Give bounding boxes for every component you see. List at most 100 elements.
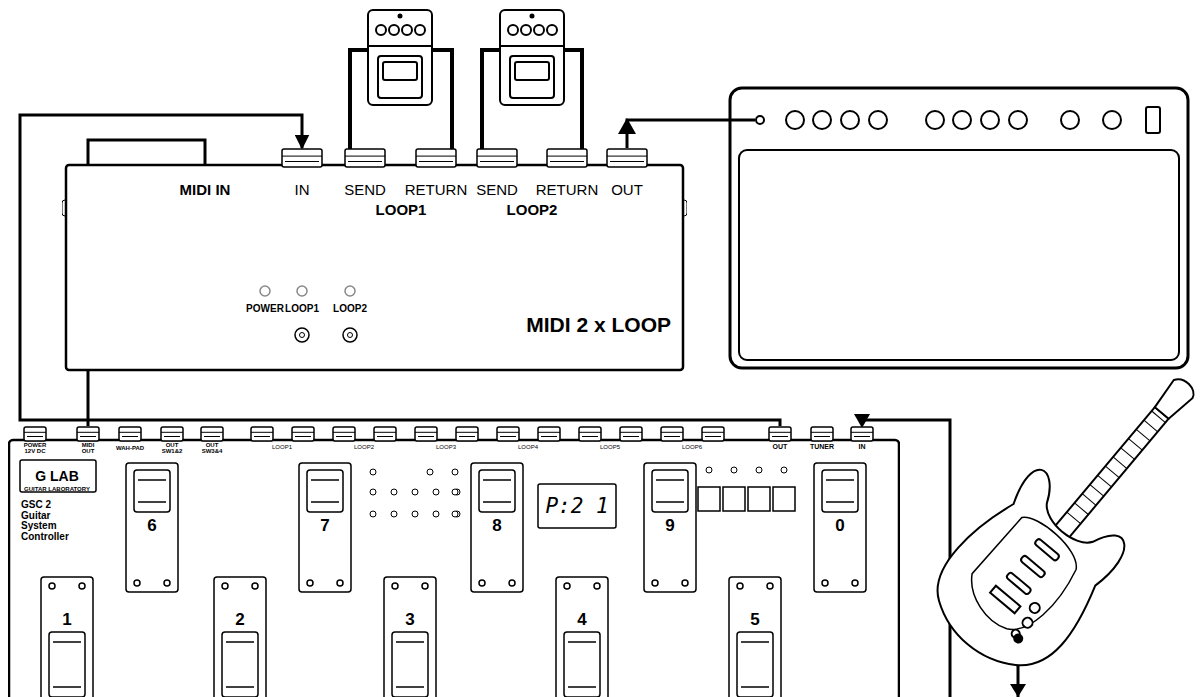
jack	[122, 436, 138, 437]
jack	[854, 436, 870, 437]
footswitch-number: 3	[405, 611, 414, 629]
footswitch	[556, 577, 608, 697]
footswitch-number: 7	[320, 517, 329, 535]
jack	[416, 149, 456, 167]
jack	[415, 427, 437, 441]
jack	[119, 432, 141, 433]
footswitch	[741, 641, 769, 643]
footswitch	[656, 501, 684, 503]
electric-guitar	[1020, 555, 1046, 578]
jack-label: POWER 12V DC	[23, 442, 47, 455]
amplifier	[926, 111, 944, 129]
footswitch	[564, 583, 570, 589]
jack	[811, 432, 833, 433]
jack-label: LOOP6	[682, 444, 702, 450]
jack	[292, 432, 314, 433]
jack	[456, 427, 478, 441]
jack	[254, 436, 270, 437]
display	[538, 484, 616, 528]
jack	[851, 427, 873, 441]
jack	[24, 432, 46, 433]
effect-pedal	[376, 25, 386, 35]
effect-pedal	[415, 25, 425, 35]
footswitch	[568, 686, 596, 688]
jack	[416, 149, 456, 167]
effect-pedal	[368, 10, 432, 105]
jack	[620, 427, 642, 441]
amplifier	[786, 107, 1160, 133]
footswitch-number: 9	[665, 517, 674, 535]
footswitch	[311, 501, 339, 503]
jack-label: WAH-PAD	[113, 445, 147, 451]
footswitch	[307, 580, 313, 586]
jack	[336, 436, 352, 437]
small-button	[723, 487, 745, 511]
jack	[377, 436, 393, 437]
jack-label: LOOP2	[354, 444, 374, 450]
amplifier	[1103, 111, 1121, 129]
jack	[547, 156, 587, 157]
led	[260, 286, 270, 296]
button	[343, 328, 357, 342]
electric-guitar	[1028, 601, 1042, 615]
fret	[1067, 512, 1081, 524]
electric-guitar	[1153, 375, 1198, 422]
footswitch	[822, 580, 828, 586]
fret	[1098, 475, 1112, 487]
button	[348, 333, 353, 338]
jack-label: LOOP4	[518, 444, 538, 450]
footswitch	[729, 577, 781, 697]
led	[391, 489, 397, 495]
led	[756, 467, 762, 473]
loop-cable	[432, 50, 452, 150]
jack	[661, 427, 683, 441]
led	[433, 511, 439, 517]
jack-label: RETURN	[536, 182, 599, 198]
effect-pedal	[510, 56, 554, 98]
jack	[607, 156, 647, 157]
jack-label: SEND	[344, 182, 386, 198]
jack	[620, 427, 642, 441]
footswitch-number: 0	[835, 517, 844, 535]
jack	[348, 161, 382, 162]
footswitch	[226, 686, 254, 688]
electric-guitar	[990, 586, 1020, 613]
jack	[579, 427, 601, 441]
jack	[282, 149, 322, 167]
footswitch	[652, 470, 688, 512]
guitar-cable	[854, 414, 870, 428]
jack	[497, 427, 519, 441]
loop-cable	[564, 50, 582, 150]
jack	[418, 436, 434, 437]
jack	[201, 427, 223, 441]
loop-cable	[350, 50, 582, 150]
jack	[661, 427, 683, 441]
fret	[1105, 466, 1119, 478]
effect-pedal	[389, 25, 399, 35]
jack	[24, 427, 46, 441]
jack	[345, 156, 385, 157]
jack-label: IN	[859, 443, 866, 450]
jack	[547, 149, 587, 167]
footswitch	[252, 583, 258, 589]
loop-housing	[66, 165, 683, 370]
jack	[477, 149, 517, 167]
electric-guitar	[1013, 633, 1024, 644]
footswitch-number: 5	[750, 611, 759, 629]
jack	[623, 436, 639, 437]
loop-cable	[482, 50, 500, 150]
electric-guitar	[1034, 538, 1060, 561]
jack	[769, 432, 791, 433]
node-outline	[8, 426, 900, 697]
led	[433, 489, 439, 495]
jack	[295, 436, 311, 437]
jack	[201, 427, 223, 441]
effect-pedal	[534, 25, 544, 35]
jack	[610, 161, 644, 162]
amplifier	[869, 111, 887, 129]
jack	[251, 432, 273, 433]
footswitch	[53, 641, 81, 643]
footswitch	[471, 463, 523, 592]
footswitch	[126, 463, 178, 592]
amplifier	[756, 116, 764, 124]
